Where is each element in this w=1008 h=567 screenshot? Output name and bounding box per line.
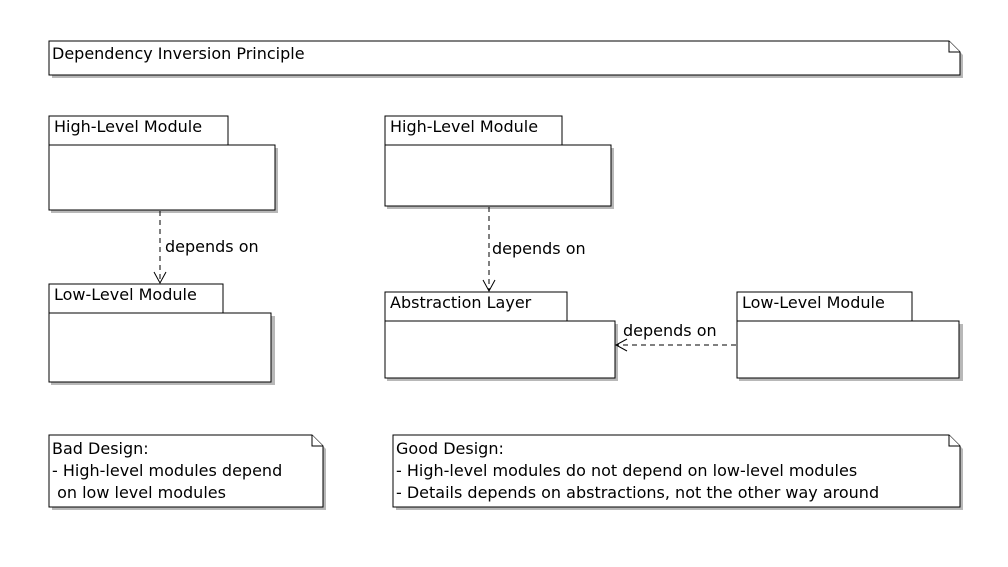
title-note-text: Dependency Inversion Principle (52, 44, 305, 63)
good-dependency-label-1: depends on (492, 239, 586, 258)
bad-high-level-label: High-Level Module (54, 117, 202, 136)
good-dependency-arrow-1: depends on (482, 207, 586, 293)
good-low-level-package: Low-Level Module (736, 291, 963, 381)
abstraction-layer-label: Abstraction Layer (390, 293, 532, 312)
good-high-level-package: High-Level Module (384, 115, 614, 209)
good-note-line-1: Good Design: (396, 439, 504, 458)
bad-note-line-2: - High-level modules depend (52, 461, 282, 480)
bad-low-level-package: Low-Level Module (48, 283, 275, 385)
title-note: Dependency Inversion Principle (48, 40, 963, 78)
good-note-line-2: - High-level modules do not depend on lo… (396, 461, 857, 480)
bad-dependency-arrow: depends on (153, 211, 259, 285)
good-note-line-3: - Details depends on abstractions, not t… (396, 483, 879, 502)
bad-note-line-3: on low level modules (52, 483, 226, 502)
bad-low-level-label: Low-Level Module (54, 285, 197, 304)
abstraction-layer-package: Abstraction Layer (384, 291, 618, 381)
good-low-level-label: Low-Level Module (742, 293, 885, 312)
bad-dependency-label: depends on (165, 237, 259, 256)
good-design-note: Good Design: - High-level modules do not… (392, 434, 963, 510)
good-high-level-label: High-Level Module (390, 117, 538, 136)
bad-high-level-package: High-Level Module (48, 115, 278, 213)
good-dependency-arrow-2: depends on (614, 321, 736, 352)
bad-note-line-1: Bad Design: (52, 439, 149, 458)
good-dependency-label-2: depends on (623, 321, 717, 340)
bad-design-note: Bad Design: - High-level modules depend … (48, 434, 326, 510)
